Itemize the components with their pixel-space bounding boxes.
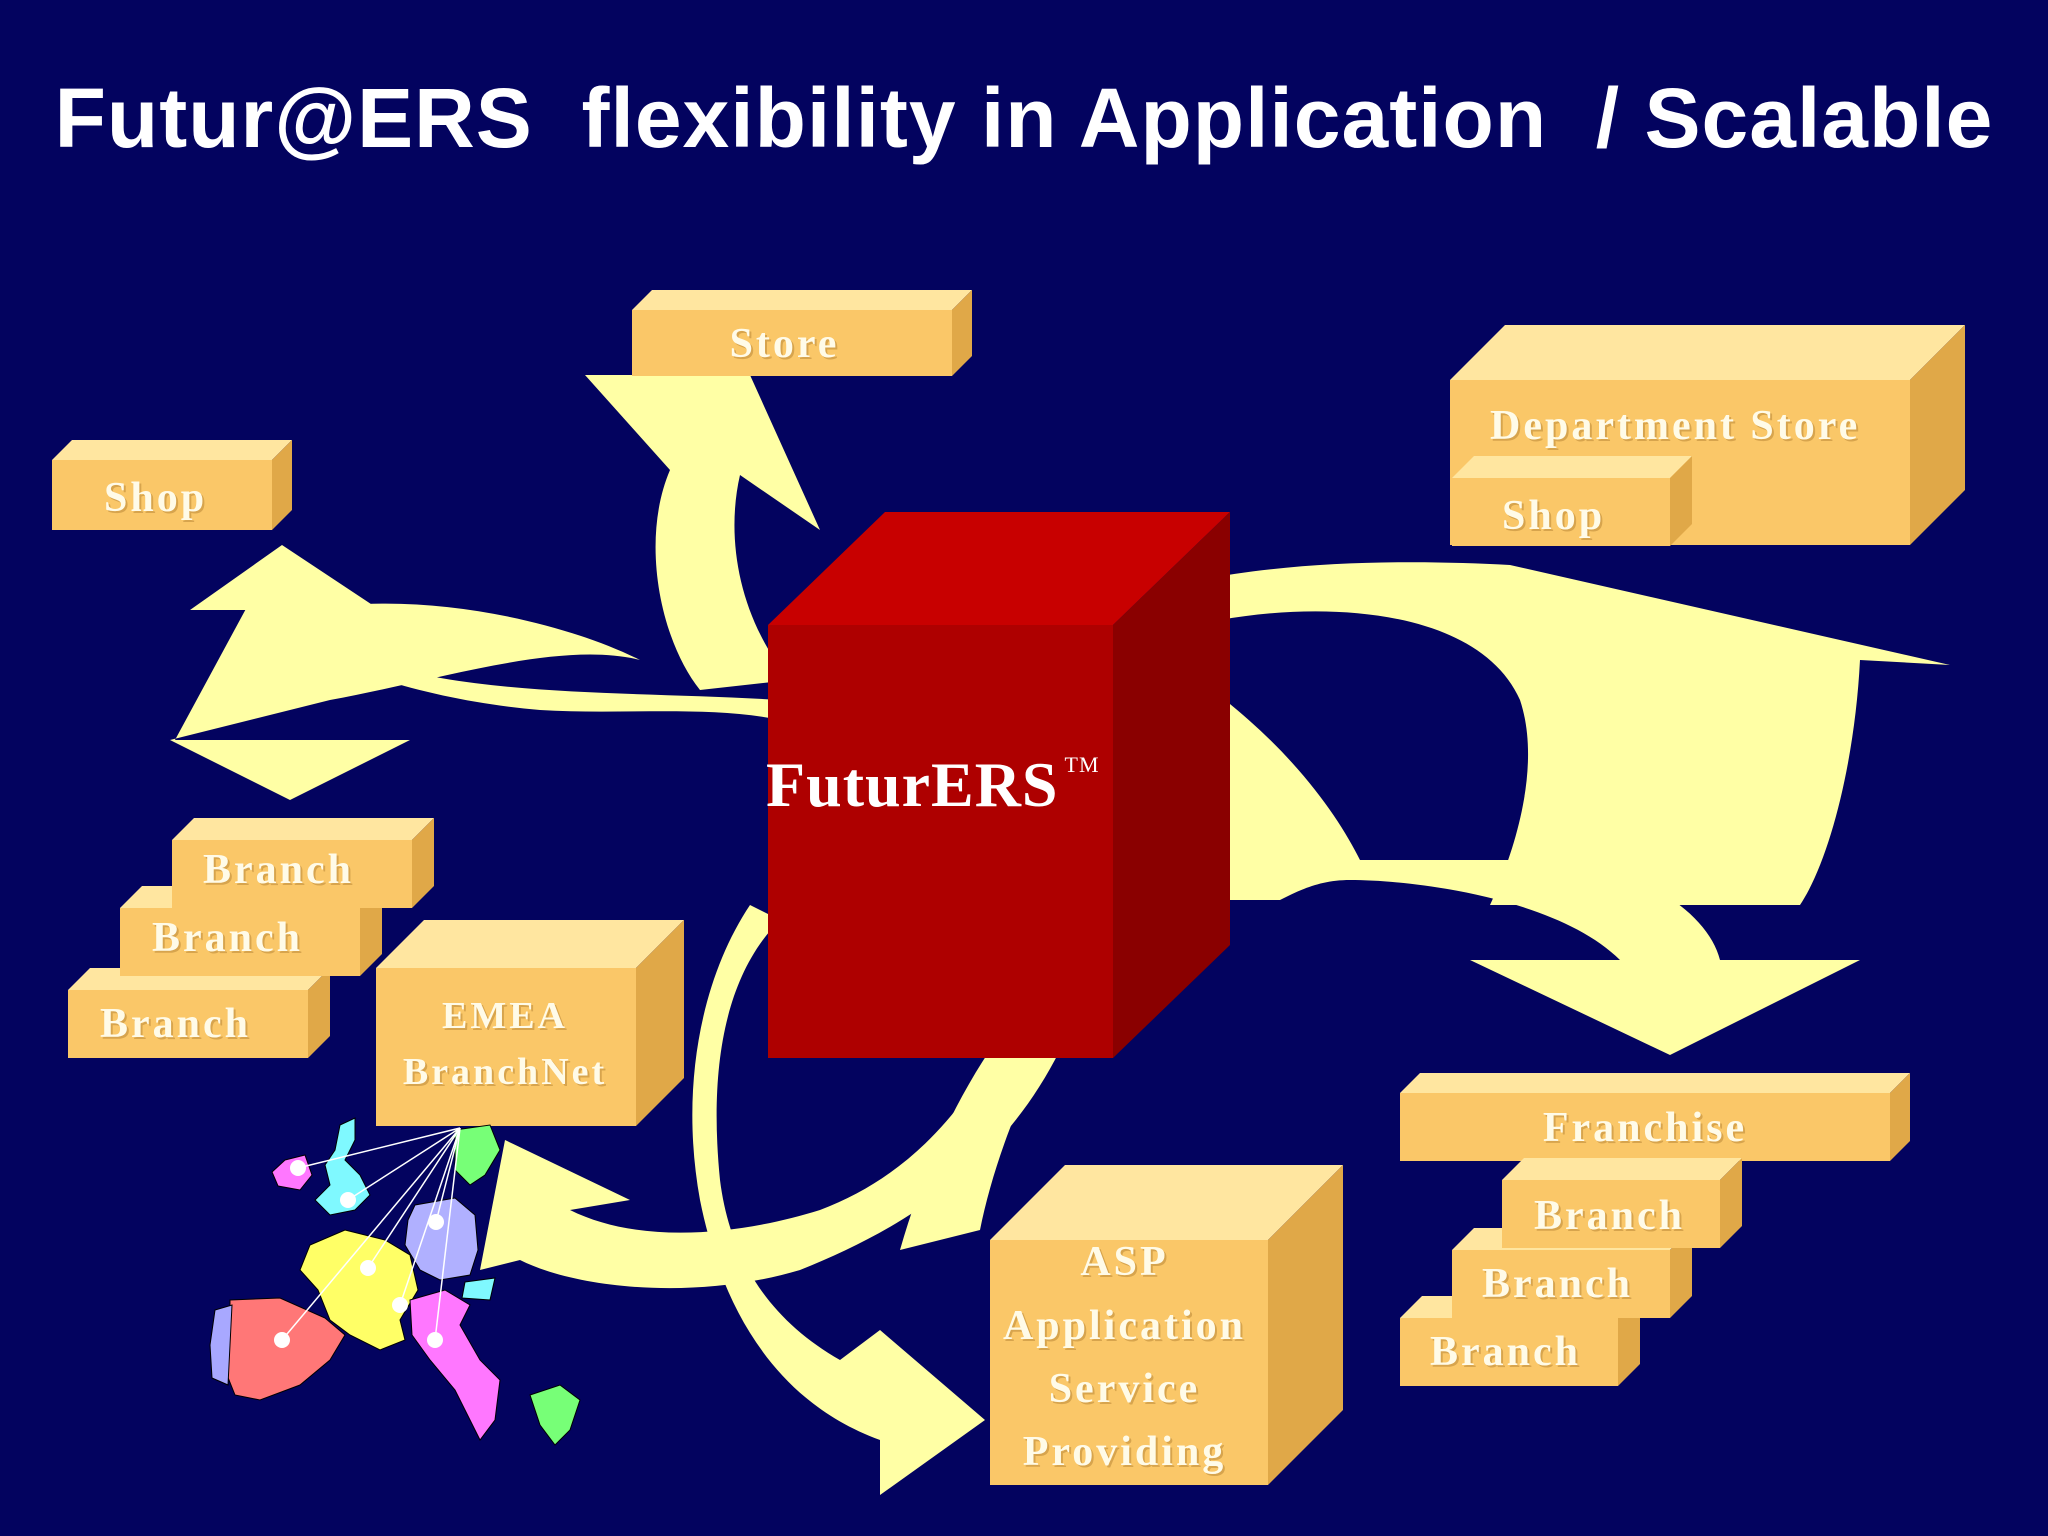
branch-left-box-1-front (172, 840, 412, 908)
franchise-box-top (1400, 1073, 1910, 1093)
map-location-dots (274, 1160, 444, 1348)
branch-right-box-2-side (1670, 1228, 1692, 1318)
branch-right-box-1-side (1720, 1158, 1742, 1248)
branch-left-label-3: Branch (100, 1001, 252, 1047)
shop-left-label: Shop (104, 475, 208, 521)
emea-box (376, 920, 684, 1126)
department-shop-box-front (1452, 478, 1670, 546)
asp-box-top (990, 1165, 1343, 1240)
arrow-to-asp-lower (692, 905, 985, 1495)
branch-right-box-2-front (1452, 1250, 1670, 1318)
cube-top-face (768, 512, 1230, 625)
arrow-from-asp-upper (900, 1050, 1040, 1250)
asp-label-line-3: Service (1048, 1366, 1201, 1412)
asp-box-side (1268, 1165, 1343, 1485)
branch-left-label-2: Branch (152, 915, 304, 961)
asp-label-line-1: ASP (1080, 1239, 1169, 1285)
department-store-box-top (1450, 325, 1965, 380)
emea-box-top (376, 920, 684, 968)
cube-side-face (1113, 512, 1230, 1058)
branch-right-box-3-front (1400, 1318, 1618, 1386)
branch-right-box-3-side (1618, 1296, 1640, 1386)
branch-right-label-2: Branch (1482, 1261, 1634, 1307)
map-portugal (209, 1304, 233, 1386)
map-greece (529, 1384, 581, 1446)
asp-label-line-2: Application (1002, 1303, 1247, 1349)
branch-right-label-3: Branch (1430, 1329, 1582, 1375)
arrows-layer (170, 375, 1950, 1495)
emea-label-line-2: BranchNet (402, 1051, 608, 1093)
arrow-to-franchise (1225, 700, 1860, 1055)
department-shop-box-top (1452, 456, 1692, 478)
branch-right-box-2 (1452, 1228, 1692, 1318)
department-shop-box (1452, 456, 1692, 546)
trademark-mark: TM (1064, 752, 1100, 777)
shop-left-box (52, 440, 292, 530)
asp-box-front (990, 1240, 1268, 1485)
department-shop-box-side (1670, 456, 1692, 546)
core-product-name: FuturERS (766, 749, 1059, 820)
map-connection-lines (281, 1127, 461, 1341)
shop-left-box-top (52, 440, 292, 460)
emea-box-side (636, 920, 684, 1126)
branch-left-box-2-front (120, 908, 360, 976)
branch-left-box-1 (172, 818, 434, 908)
europe-map-illustration (209, 1117, 581, 1446)
franchise-box-front (1400, 1093, 1890, 1161)
shop-left-box-side (272, 440, 292, 530)
branch-right-label-1: Branch (1534, 1193, 1686, 1239)
arrow-to-shop-branch (170, 545, 780, 800)
department-shop-label: Shop (1502, 493, 1606, 539)
boxes-layer (52, 290, 1965, 1485)
cube-front-face (768, 625, 1113, 1058)
store-box-top (632, 290, 972, 310)
store-box (632, 290, 972, 376)
map-france (299, 1229, 419, 1351)
arrow-to-store (585, 375, 820, 690)
franchise-box-side (1890, 1073, 1910, 1161)
department-store-box-side (1910, 325, 1965, 545)
store-box-front (632, 310, 952, 376)
shop-left-box-front (52, 460, 272, 530)
branch-left-box-3-side (308, 968, 330, 1058)
branch-left-box-1-side (412, 818, 434, 908)
store-label: Store (729, 321, 840, 367)
store-box-side (952, 290, 972, 376)
map-italy (409, 1289, 501, 1441)
branch-right-box-1-front (1502, 1180, 1720, 1248)
branch-left-box-2-side (360, 886, 382, 976)
arrow-to-department-store (1200, 562, 1950, 905)
page-title: Futur@ERS flexibility in Application / S… (54, 71, 1994, 165)
map-austria (461, 1277, 496, 1301)
branch-left-box-3-front (68, 990, 308, 1058)
department-store-label: Department Store (1490, 403, 1861, 449)
branch-left-label-1: Branch (203, 847, 355, 893)
futurers-core-cube (768, 512, 1230, 1058)
branch-right-box-1 (1502, 1158, 1742, 1248)
franchise-label: Franchise (1542, 1105, 1748, 1151)
emea-label-line-1: EMEA (442, 995, 568, 1037)
map-uk (314, 1117, 371, 1216)
branch-left-box-1-top (172, 818, 434, 840)
map-scandinavia (454, 1124, 501, 1186)
asp-box (990, 1165, 1343, 1485)
franchise-box (1400, 1073, 1910, 1161)
map-germany (404, 1197, 479, 1281)
branch-right-box-1-top (1502, 1158, 1742, 1180)
emea-box-front (376, 968, 636, 1126)
asp-label-line-4: Providing (1022, 1429, 1227, 1475)
